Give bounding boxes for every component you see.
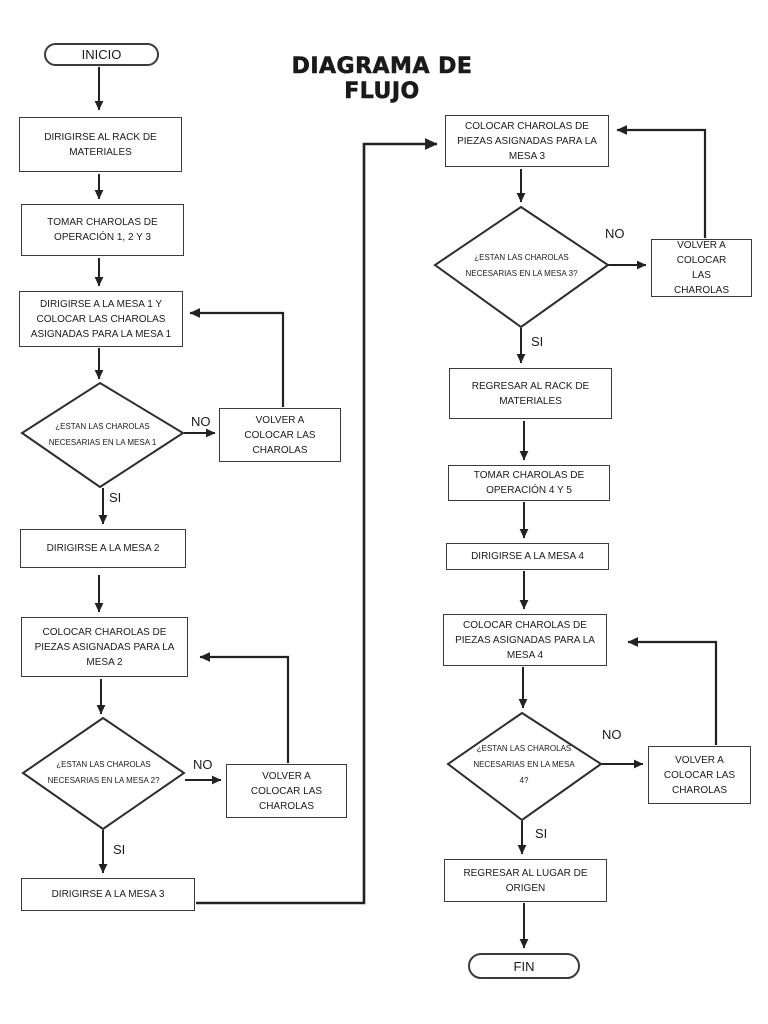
connector-volver4-return xyxy=(627,637,718,745)
branch-si-1: SI xyxy=(109,490,122,505)
node-tomar-charolas-123: TOMAR CHAROLAS DE OPERACIÓN 1, 2 Y 3 xyxy=(21,204,184,256)
node-dirigirse-mesa2: DIRIGIRSE A LA MESA 2 xyxy=(20,529,186,568)
branch-no-4: NO xyxy=(602,727,622,742)
node-colocar-mesa3: COLOCAR CHAROLAS DE PIEZAS ASIGNADAS PAR… xyxy=(445,115,609,167)
node-volver-charolas-3: VOLVER A COLOCAR LAS CHAROLAS xyxy=(651,239,752,297)
page-title: DIAGRAMA DE FLUJO xyxy=(291,54,473,105)
decision-mesa2-shape xyxy=(21,716,186,831)
decision-mesa1-shape xyxy=(20,381,185,489)
connector-volver3-return xyxy=(616,125,707,238)
node-colocar-mesa4: COLOCAR CHAROLAS DE PIEZAS ASIGNADAS PAR… xyxy=(443,614,607,666)
decision-mesa3-shape xyxy=(433,205,610,329)
node-colocar-mesa2: COLOCAR CHAROLAS DE PIEZAS ASIGNADAS PAR… xyxy=(21,617,188,677)
branch-no-1: NO xyxy=(191,414,211,429)
decision-mesa3-label: ¿ESTAN LAS CHAROLAS NECESARIAS EN LA MES… xyxy=(465,253,578,278)
connector-volver2-return xyxy=(199,652,290,763)
node-tomar-charolas-45: TOMAR CHAROLAS DE OPERACIÓN 4 Y 5 xyxy=(448,465,610,501)
connector-volver1-return xyxy=(189,308,285,407)
branch-si-2: SI xyxy=(113,842,126,857)
node-volver-charolas-2: VOLVER A COLOCAR LAS CHAROLAS xyxy=(226,764,347,818)
branch-no-3: NO xyxy=(605,226,625,241)
node-mesa1-colocar: DIRIGIRSE A LA MESA 1 Y COLOCAR LAS CHAR… xyxy=(19,291,183,347)
node-regresar-rack: REGRESAR AL RACK DE MATERIALES xyxy=(449,368,612,419)
start-terminator: INICIO xyxy=(44,43,159,66)
node-dirigirse-mesa3: DIRIGIRSE A LA MESA 3 xyxy=(21,878,195,911)
connector-mesa3-colocar3 xyxy=(196,138,438,905)
end-terminator: FIN xyxy=(468,953,580,979)
node-dirigirse-rack: DIRIGIRSE AL RACK DE MATERIALES xyxy=(19,117,182,172)
node-dirigirse-mesa4: DIRIGIRSE A LA MESA 4 xyxy=(446,543,609,570)
decision-mesa1-label: ¿ESTAN LAS CHAROLAS NECESARIAS EN LA MES… xyxy=(48,422,157,447)
decision-mesa4-label: ¿ESTAN LAS CHAROLAS NECESARIAS EN LA MES… xyxy=(473,744,575,785)
node-volver-charolas-1: VOLVER A COLOCAR LAS CHAROLAS xyxy=(219,408,341,462)
branch-si-4: SI xyxy=(535,826,548,841)
node-regresar-origen: REGRESAR AL LUGAR DE ORIGEN xyxy=(444,859,607,902)
decision-mesa4-shape xyxy=(446,711,603,822)
node-volver-charolas-4: VOLVER A COLOCAR LAS CHAROLAS xyxy=(648,746,751,804)
decision-mesa2-label: ¿ESTAN LAS CHAROLAS NECESARIAS EN LA MES… xyxy=(47,760,160,785)
branch-no-2: NO xyxy=(193,757,213,772)
branch-si-3: SI xyxy=(531,334,544,349)
